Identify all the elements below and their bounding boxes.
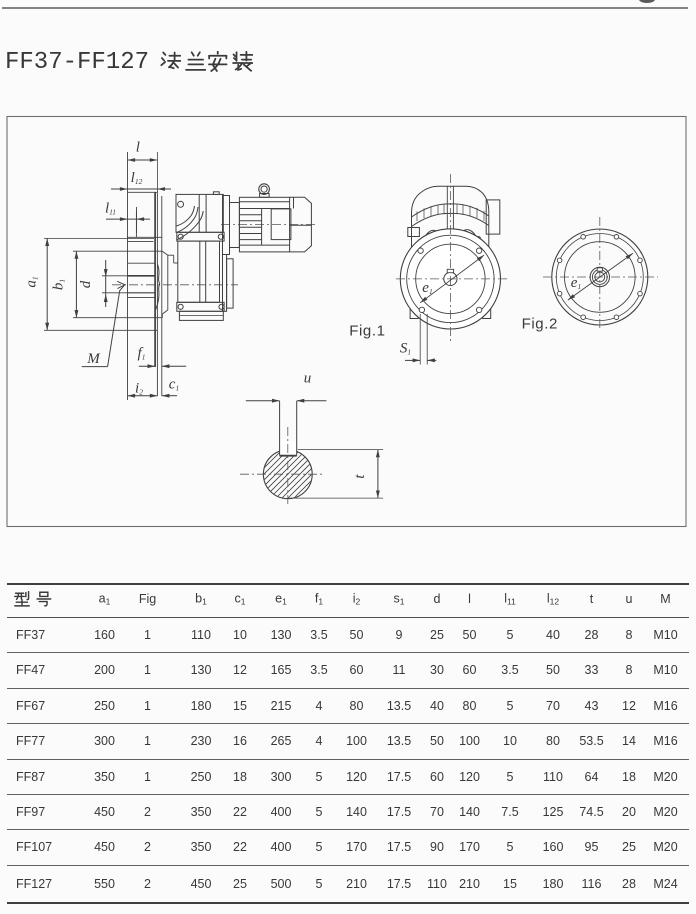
svg-text:l11: l11 bbox=[105, 201, 116, 217]
svg-text:c1: c1 bbox=[169, 377, 179, 393]
svg-text:Fig.1: Fig.1 bbox=[349, 323, 385, 340]
svg-text:Fig.2: Fig.2 bbox=[522, 315, 558, 332]
svg-text:t: t bbox=[352, 474, 368, 479]
svg-text:e1: e1 bbox=[422, 280, 432, 296]
svg-text:d: d bbox=[78, 280, 94, 288]
svg-text:u: u bbox=[304, 371, 312, 387]
svg-text:a1: a1 bbox=[24, 276, 40, 287]
svg-text:M: M bbox=[86, 351, 101, 367]
svg-text:b1: b1 bbox=[51, 279, 67, 290]
svg-text:e1: e1 bbox=[571, 275, 581, 291]
svg-text:l12: l12 bbox=[131, 170, 143, 186]
svg-text:f1: f1 bbox=[138, 346, 146, 362]
svg-text:S1: S1 bbox=[400, 341, 411, 357]
svg-text:l: l bbox=[136, 140, 140, 156]
svg-text:i2: i2 bbox=[135, 381, 143, 397]
